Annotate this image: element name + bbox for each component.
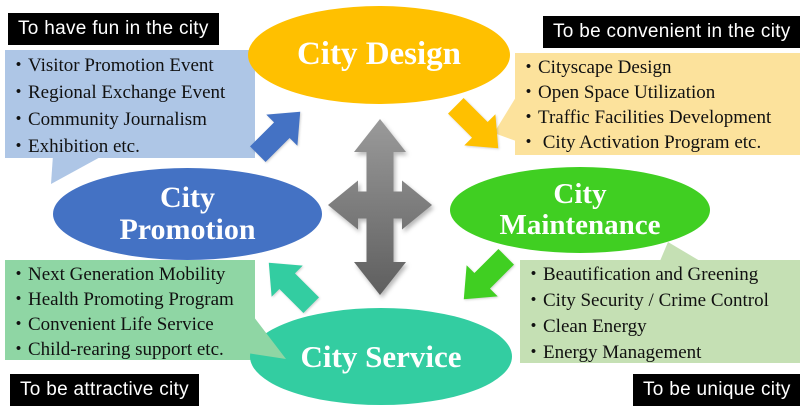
arrow-service-to-promotion-icon [268, 262, 319, 313]
attractive-activities-box: ・Next Generation Mobility ・Health Promoti… [5, 260, 255, 360]
ellipse-title-line1: City [553, 177, 607, 210]
label-to-be-attractive: To be attractive city [10, 374, 199, 406]
ellipse-city-service: City Service [250, 308, 512, 405]
list-item: ・Child-rearing support etc. [9, 339, 224, 360]
list-item: ・Open Space Utilization [519, 82, 716, 103]
ellipse-city-design: City Design [248, 6, 510, 104]
list-item: ・Health Promoting Program [9, 289, 234, 310]
list-item: ・Regional Exchange Event [9, 82, 226, 103]
ellipse-title: City Service [300, 338, 462, 374]
horizontal-double-arrow [328, 180, 432, 230]
four-way-move-arrow-icon [328, 119, 432, 295]
ellipse-city-maintenance: City Maintenance [450, 167, 710, 253]
list-item: ・Exhibition etc. [9, 136, 140, 157]
vertical-double-arrow [354, 119, 406, 295]
list-item: ・City Security / Crime Control [524, 290, 769, 311]
list-item: ・ City Activation Program etc. [519, 132, 762, 153]
ellipse-city-promotion: City Promotion [53, 168, 322, 260]
ellipse-title-line1: City [160, 180, 215, 214]
list-item: ・Cityscape Design [519, 57, 672, 78]
ellipse-title-line2: Maintenance [499, 209, 661, 241]
label-to-be-unique: To be unique city [633, 374, 800, 406]
ellipse-title-line2: Promotion [119, 213, 256, 246]
convenient-activities-box: ・Cityscape Design ・Open Space Utilization… [515, 53, 800, 155]
unique-box-tail [660, 242, 700, 261]
fun-activities-box: ・Visitor Promotion Event ・Regional Exchan… [5, 50, 255, 158]
list-item: ・Clean Energy [524, 316, 647, 337]
convenient-box-tail [494, 97, 516, 141]
label-to-have-fun: To have fun in the city [8, 13, 219, 45]
arrow-design-to-maintenance-icon [448, 98, 499, 149]
label-to-be-convenient: To be convenient in the city [543, 16, 800, 48]
list-item: ・Energy Management [524, 342, 702, 363]
list-item: ・Convenient Life Service [9, 314, 214, 335]
ellipse-title: City Design [296, 36, 462, 73]
list-item: ・Next Generation Mobility [9, 264, 226, 285]
list-item: ・Visitor Promotion Event [9, 55, 214, 76]
list-item: ・Traffic Facilities Development [519, 107, 772, 128]
list-item: ・Community Journalism [9, 109, 207, 130]
unique-activities-box: ・Beautification and Greening ・City Securi… [520, 260, 800, 363]
arrow-maintenance-to-service-icon [463, 249, 514, 300]
list-item: ・Beautification and Greening [524, 264, 759, 285]
